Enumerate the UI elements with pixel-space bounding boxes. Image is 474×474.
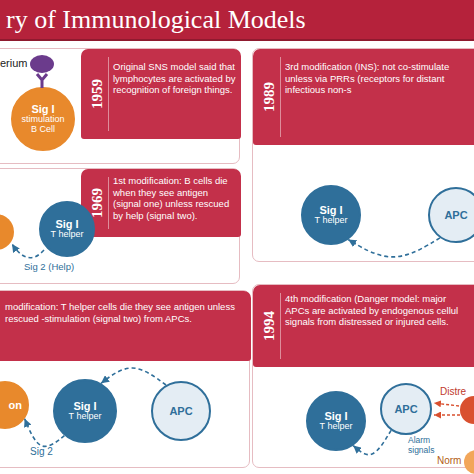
year-divider	[108, 177, 109, 229]
year-label: 1994	[260, 301, 278, 351]
b-cell-shape	[0, 214, 14, 250]
cell-label: APC	[394, 403, 417, 415]
cell-circle: Sig IT helper	[39, 201, 95, 257]
receptor-symbol	[37, 74, 47, 88]
cell-label: Sig I	[55, 218, 78, 230]
annotation-label: erium	[0, 57, 28, 70]
distressed-cell	[460, 396, 474, 424]
cell-label: T helper	[320, 422, 353, 432]
signal-arrow	[353, 430, 391, 454]
title-banner-edge	[0, 39, 474, 41]
cell-circle: Sig IT helper	[306, 391, 366, 451]
alarm-signal-arrow	[434, 403, 459, 406]
year-divider	[280, 57, 281, 137]
signal-arrow	[101, 368, 166, 385]
panel-description: 4th modification (Danger model: major AP…	[285, 293, 471, 328]
cell-label: Sig I	[319, 204, 342, 216]
cell-label: on	[9, 399, 22, 411]
cell-circle: APC	[151, 381, 211, 441]
cell-label: stimulation	[21, 115, 64, 125]
cell-label: T helper	[69, 412, 102, 422]
cell-circle: Sig IstimulationB Cell	[11, 87, 75, 151]
signal-label: Sig 2	[30, 446, 53, 457]
panel-description: 3rd modification (INS): not co-stimulate…	[285, 61, 471, 96]
cell-label: Sig I	[324, 410, 347, 422]
cell-circle: APC	[428, 187, 474, 243]
cell-circle: Sig IT helper	[53, 379, 117, 443]
signal-arrow	[348, 238, 440, 257]
timeline-panel: 1994 4th modification (Danger model: majo…	[252, 284, 474, 468]
panel-description: 1st modification: B cells die when they …	[113, 175, 237, 221]
annotation-label: Distre	[440, 386, 466, 398]
timeline-panel: 1989 3rd modification (INS): not co-stimu…	[252, 48, 474, 262]
page-title: ry of Immunological Models	[6, 3, 306, 37]
year-label: 1959	[88, 69, 106, 119]
panel-description: Original SNS model said that lymphocytes…	[113, 61, 237, 96]
cell-circle: Sig IT helper	[301, 185, 361, 245]
signal-arrow	[25, 419, 65, 447]
panel-description: modification: T helper cells die they se…	[5, 301, 241, 324]
cell-label: T helper	[315, 216, 348, 226]
title-banner	[0, 0, 474, 40]
annotation-label: Sig 2 (Help)	[24, 262, 74, 273]
timeline-panel: 1959 Original SNS model said that lymphoc…	[0, 48, 240, 164]
alarm-signal-arrow	[434, 414, 460, 415]
cell-circle: APC	[380, 383, 432, 435]
normal-cell	[464, 450, 474, 474]
cell-label: APC	[169, 405, 192, 417]
help-signal-arrow	[12, 244, 44, 258]
year-label: 1989	[260, 72, 278, 122]
timeline-panel: modification: T helper cells die they se…	[0, 290, 250, 468]
cell-label: B Cell	[31, 125, 55, 135]
bacterium-shape	[30, 55, 54, 73]
cell-label: Sig I	[73, 400, 96, 412]
cell-circle: on	[0, 381, 29, 429]
year-divider	[108, 57, 109, 131]
annotation-label: Alarm signals	[408, 436, 444, 456]
cell-label: Sig I	[31, 103, 54, 115]
annotation-label: Norm	[437, 455, 461, 467]
cell-label: T helper	[51, 230, 84, 240]
cell-label: APC	[444, 209, 467, 221]
year-divider	[280, 293, 281, 359]
